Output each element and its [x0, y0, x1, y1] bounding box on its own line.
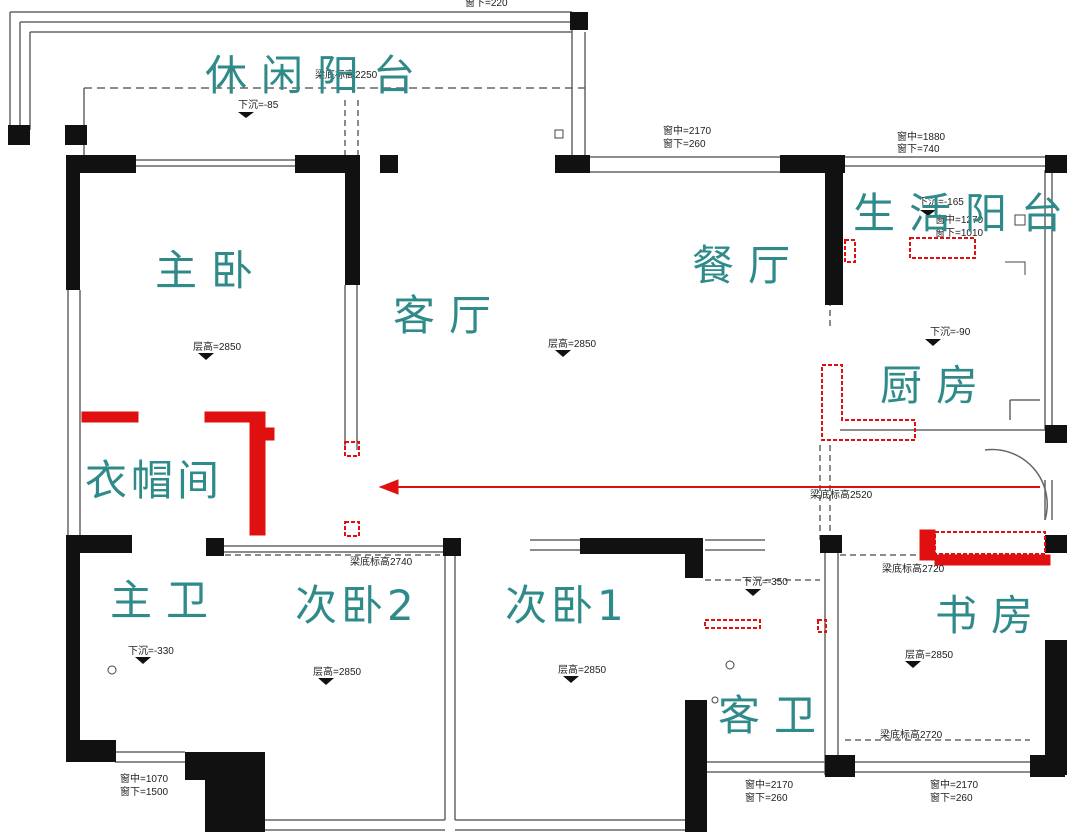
note-beam-top: 梁底标高2250 — [315, 68, 378, 81]
label-kitchen: 厨房 — [880, 361, 992, 410]
note-win-study-sill: 窗下=260 — [930, 791, 973, 804]
note-win-master-bath-center: 窗中=1070 — [120, 772, 169, 785]
note-ceiling-bed2: 层高=2850 — [313, 665, 362, 678]
label-master-bedroom: 主卧 — [155, 246, 267, 295]
room-labels: 休闲阳台 主卧 客厅 餐厅 生活阳台 厨房 衣帽间 主卫 次卧2 次卧1 客卫 … — [85, 51, 1077, 740]
level-markers — [135, 112, 941, 685]
note-ceiling-study: 层高=2850 — [905, 648, 954, 661]
note-win-master-bath-sill: 窗下=1500 — [120, 785, 169, 798]
thin-walls — [9, 11, 1053, 831]
label-living-room: 客厅 — [393, 291, 505, 340]
note-win-dining-sill: 窗下=260 — [663, 137, 706, 150]
note-win-service2-center: 窗中=1270 — [935, 213, 984, 226]
note-beam-bed2: 梁底标高2740 — [350, 555, 413, 568]
label-service-balcony: 生活阳台 — [853, 189, 1077, 238]
note-beam-study: 梁底标高2720 — [882, 562, 945, 575]
note-win-service2-sill: 窗下=1010 — [935, 226, 984, 239]
label-guest-bath: 客卫 — [718, 691, 830, 740]
label-second-bedroom-2: 次卧2 — [295, 581, 418, 630]
note-drop-kitchen: 下沉=-90 — [930, 325, 971, 338]
note-beam-study-bottom: 梁底标高2720 — [880, 728, 943, 741]
note-win-dining-center: 窗中=2170 — [663, 124, 712, 137]
label-leisure-balcony: 休闲阳台 — [205, 51, 429, 100]
label-cloakroom: 衣帽间 — [85, 456, 223, 505]
label-second-bedroom-1: 次卧1 — [505, 581, 628, 630]
note-drop-master-bath: 下沉=-330 — [128, 644, 174, 657]
annotations: 窗下=220 梁底标高2250 下沉=-85 窗中=2170 窗下=260 窗中… — [120, 0, 984, 804]
label-study: 书房 — [935, 591, 1047, 640]
note-drop-balcony: 下沉=-85 — [238, 98, 279, 111]
label-dining-room: 餐厅 — [692, 241, 804, 290]
note-win-guest-sill: 窗下=260 — [745, 791, 788, 804]
note-win-guest-center: 窗中=2170 — [745, 778, 794, 791]
label-master-bath: 主卫 — [110, 576, 222, 625]
modification-marks — [81, 237, 1051, 633]
solid-walls — [8, 12, 1067, 832]
note-ceiling-living: 层高=2850 — [548, 337, 597, 350]
note-top-cut: 窗下=220 — [465, 0, 508, 9]
note-ceiling-master: 层高=2850 — [193, 340, 242, 353]
note-win-service-center: 窗中=1880 — [897, 130, 946, 143]
note-drop-guest-bath: 下沉=-350 — [742, 575, 788, 588]
note-beam-mid: 梁底标高2520 — [810, 488, 873, 501]
note-drop-service: 下沉=-165 — [918, 195, 964, 208]
note-win-service-sill: 窗下=740 — [897, 142, 940, 155]
note-win-study-center: 窗中=2170 — [930, 778, 979, 791]
note-ceiling-bed1: 层高=2850 — [558, 663, 607, 676]
fixtures — [107, 129, 1026, 704]
